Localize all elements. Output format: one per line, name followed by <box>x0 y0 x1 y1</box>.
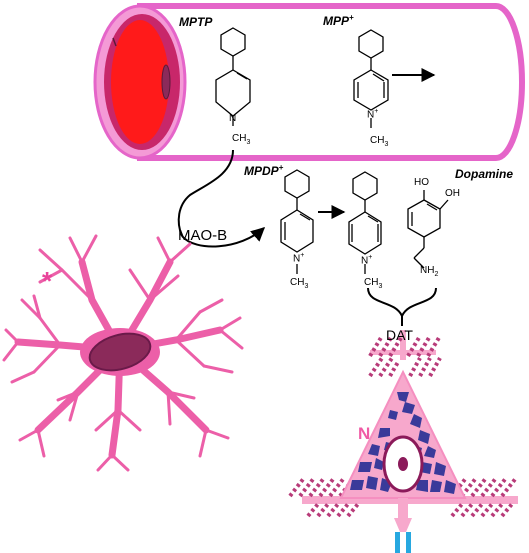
maob-to-mpdp-arrow <box>181 227 266 248</box>
dopamine-nh2-sub: 2 <box>434 271 439 278</box>
vessel-lumen <box>111 20 169 144</box>
mptp-n: N <box>229 113 237 124</box>
mpp-vessel-n: N+ <box>367 108 378 120</box>
nissl-bodies <box>350 392 456 494</box>
endothelial-nucleus <box>161 64 171 100</box>
astrocyte <box>2 234 244 472</box>
mpp-n-plus: + <box>368 254 373 261</box>
mpp-n-text: N <box>361 255 369 267</box>
mptp-to-maob-arrow <box>177 149 234 237</box>
dopamine-nh2: NH2 <box>420 265 439 279</box>
mpp-ch3-text: CH <box>364 277 379 288</box>
mpp-vessel-ch3-sub: 3 <box>384 141 389 148</box>
label-mptp: MPTP <box>179 15 213 29</box>
mpdp-n: N+ <box>293 252 304 264</box>
label-neuron: N <box>358 424 371 443</box>
mpp-molecule-vessel <box>353 29 389 128</box>
mpp-molecule <box>348 171 382 274</box>
dopamine-oh: OH <box>445 188 460 199</box>
mpp-vessel-ch3-text: CH <box>370 135 385 146</box>
label-mpp-sup: + <box>349 13 354 22</box>
mpdp-n-plus: + <box>300 252 305 259</box>
astrocyte-marker: * <box>42 266 53 296</box>
dopamine-nh2-text: NH <box>420 265 435 276</box>
dopaminergic-neuron <box>288 330 518 553</box>
label-dat: DAT <box>386 327 413 343</box>
mpp-ch3: CH3 <box>364 277 383 291</box>
mpdp-ch3: CH3 <box>290 277 309 291</box>
mptp-ch3-sub: 3 <box>246 139 251 146</box>
label-mpdp-sup: + <box>278 163 284 172</box>
label-mao-b: MAO-B <box>178 227 228 244</box>
mpp-n: N+ <box>361 254 372 266</box>
blood-vessel <box>93 3 525 161</box>
label-mpp-text: MPP <box>323 14 350 28</box>
label-mpdp-text: MPDP <box>244 164 279 178</box>
dopamine-molecule <box>407 190 449 269</box>
mpdp-molecule <box>280 169 314 274</box>
mpdp-ch3-text: CH <box>290 277 305 288</box>
dopamine-ho: HO <box>414 177 429 188</box>
mpdp-n-text: N <box>293 253 301 265</box>
mptp-ch3: CH3 <box>232 133 251 147</box>
vessel-body <box>137 3 525 161</box>
astrocyte-nucleus <box>88 332 152 372</box>
label-mpdp: MPDP+ <box>244 163 284 178</box>
mptp-ch3-text: CH <box>232 133 247 144</box>
mpp-vessel-n-plus: + <box>374 108 379 115</box>
label-dopamine: Dopamine <box>455 167 514 181</box>
dat-brace <box>367 287 437 319</box>
mptp-molecule <box>215 27 251 126</box>
label-mpp: MPP+ <box>323 13 354 28</box>
mpdp-ch3-sub: 3 <box>304 283 309 290</box>
mpp-vessel-n-text: N <box>367 109 375 121</box>
mpp-vessel-ch3: CH3 <box>370 135 389 149</box>
mpp-ch3-sub: 3 <box>378 283 383 290</box>
neuron-nucleolus <box>398 457 408 471</box>
